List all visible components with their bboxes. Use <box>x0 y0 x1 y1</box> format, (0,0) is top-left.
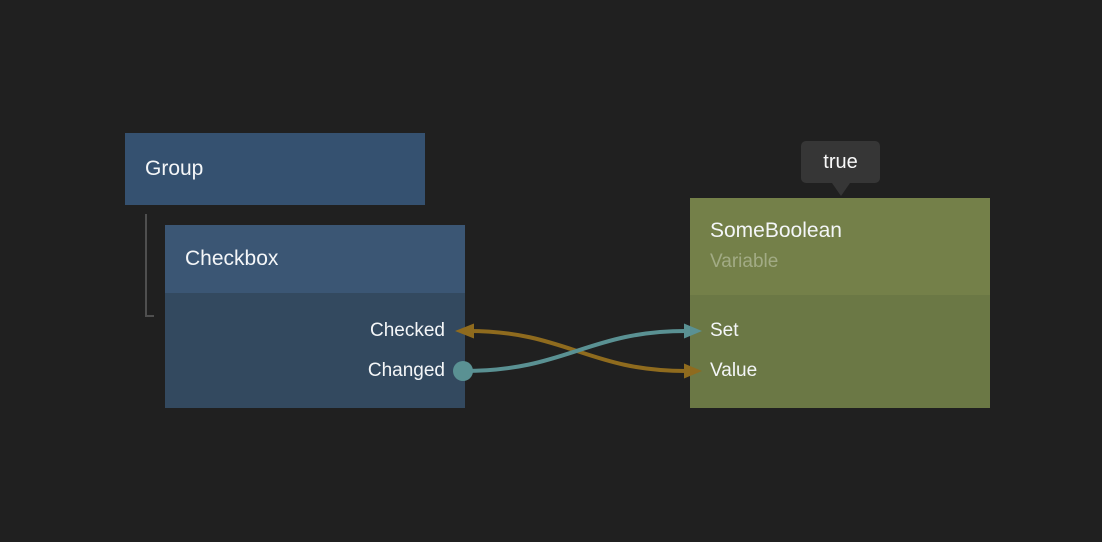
node-some-boolean-input-ports: Set Value <box>690 295 990 391</box>
value-tooltip-text: true <box>823 151 858 173</box>
port-value-label: Value <box>710 360 758 381</box>
wire-changed-to-set[interactable] <box>463 329 687 373</box>
value-tooltip-tail <box>832 183 850 196</box>
port-value[interactable]: Value <box>690 351 990 391</box>
port-changed[interactable]: Changed <box>165 351 465 391</box>
node-checkbox[interactable]: Checkbox Checked Changed <box>165 225 465 408</box>
node-checkbox-output-ports: Checked Changed <box>165 293 465 391</box>
node-some-boolean-subtitle: Variable <box>710 251 779 272</box>
port-changed-label: Changed <box>367 360 445 381</box>
node-some-boolean[interactable]: SomeBoolean Variable Set Value <box>690 198 990 408</box>
port-checked[interactable]: Checked <box>165 311 465 351</box>
port-set-label: Set <box>710 320 739 341</box>
node-checkbox-title: Checkbox <box>185 247 279 270</box>
node-some-boolean-title: SomeBoolean <box>710 219 842 242</box>
value-tooltip: true <box>801 141 880 196</box>
port-checked-label: Checked <box>370 320 445 341</box>
port-set[interactable]: Set <box>690 311 990 351</box>
node-checkbox-header[interactable]: Checkbox <box>165 225 465 293</box>
node-group-title: Group <box>145 157 204 180</box>
group-child-connector-line <box>145 214 154 317</box>
node-some-boolean-header[interactable]: SomeBoolean Variable <box>690 198 990 295</box>
node-group[interactable]: Group <box>125 133 425 205</box>
